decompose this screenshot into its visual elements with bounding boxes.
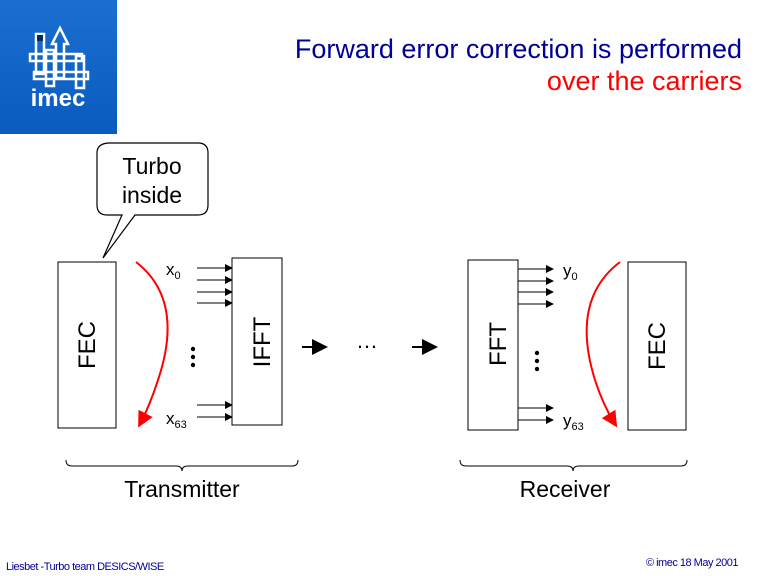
footer-author: Liesbet -Turbo team DESICS/WISE: [6, 561, 164, 573]
tx-input-first: x0: [166, 260, 181, 282]
rx-fec-label: FEC: [644, 322, 671, 370]
receiver-label: Receiver: [520, 476, 611, 502]
fft-label: FFT: [485, 322, 512, 366]
transmitter-brace: [65, 459, 299, 472]
footer-copyright: © imec 18 May 2001: [645, 557, 739, 569]
rx-fec-block: [627, 261, 687, 431]
channel-ellipsis: …: [356, 328, 378, 353]
rx-vertical-dots: [534, 350, 540, 372]
rx-red-arrow: [585, 261, 621, 428]
tx-input-last: x63: [166, 409, 187, 431]
logo-icon: imec: [28, 25, 90, 112]
imec-logo: imec: [0, 0, 117, 134]
rx-output-first: y0: [563, 261, 578, 283]
rx-output-last: y63: [563, 411, 584, 433]
title-line-2: over the carriers: [546, 66, 742, 96]
tx-red-arrow: [135, 261, 169, 428]
rx-output-arrows: [518, 265, 554, 424]
receiver-brace: [459, 459, 688, 472]
callout-line-2: inside: [122, 182, 182, 208]
callout-bubble: [96, 142, 209, 259]
transmitter-label: Transmitter: [124, 476, 240, 502]
tx-fec-block: [57, 261, 117, 429]
tx-vertical-dots: [190, 346, 196, 368]
title-line-1: Forward error correction is performed: [294, 34, 742, 64]
ifft-label: IFFT: [249, 316, 276, 367]
callout-line-1: Turbo: [122, 153, 181, 179]
tx-input-arrows: [197, 264, 233, 421]
ifft-block: [231, 257, 283, 426]
fft-block: [467, 259, 519, 431]
tx-fec-label: FEC: [74, 321, 101, 369]
logo-text: imec: [31, 85, 86, 112]
